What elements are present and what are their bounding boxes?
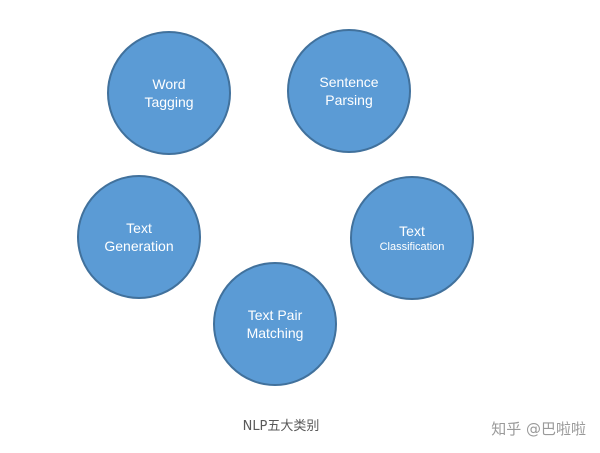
node-sentence-parsing: Sentence Parsing <box>287 29 411 153</box>
node-label-line2: Tagging <box>144 94 194 110</box>
node-label-line2: Classification <box>379 240 445 253</box>
node-label-line1: Text <box>399 222 425 239</box>
node-text-pair-matching: Text Pair Matching <box>213 262 337 386</box>
node-label-line1: Sentence <box>319 73 379 90</box>
node-text-classification: Text Classification <box>350 176 474 300</box>
node-word-tagging: Word Tagging <box>107 31 231 155</box>
node-label-line2: Parsing <box>325 92 373 108</box>
node-label-line2: Matching <box>246 325 304 341</box>
node-label-line1: Text <box>126 219 152 236</box>
diagram-caption: NLP五大类别 <box>242 419 320 434</box>
node-text-generation: Text Generation <box>77 175 201 299</box>
node-label-line2: Generation <box>104 238 174 254</box>
node-label-line1: Word <box>152 75 186 92</box>
node-label-line1: Text Pair <box>247 306 303 323</box>
zhihu-watermark: 知乎 @巴啦啦 <box>491 420 586 438</box>
